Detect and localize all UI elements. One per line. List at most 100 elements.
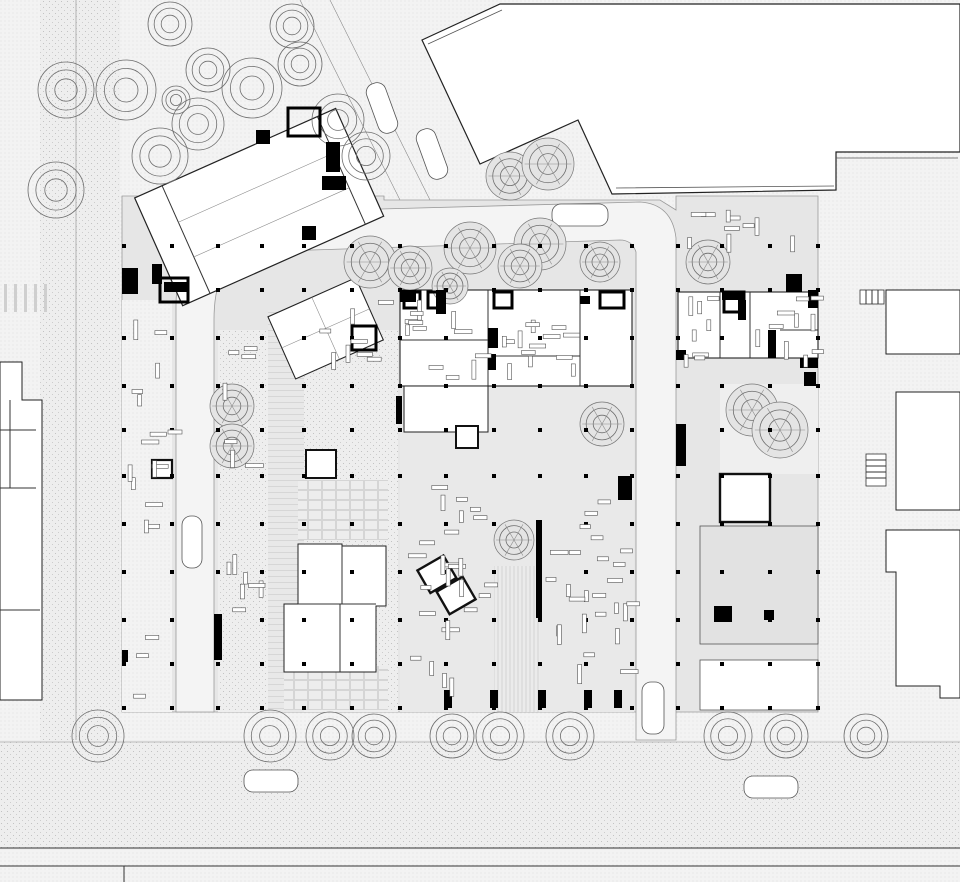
column-icon [170,618,174,622]
furniture-icon [154,330,168,335]
furniture-icon [226,561,232,575]
tree-canopy-icon [37,61,95,119]
column-icon [398,384,402,388]
furniture-icon [224,439,238,444]
column-icon [676,474,680,478]
column-icon [302,522,306,526]
wall-segment [396,396,402,424]
column-icon [768,706,772,710]
furniture-icon [412,325,427,331]
furniture-icon [584,510,598,516]
column-icon [302,336,306,340]
tree-canopy-icon [305,711,355,761]
column-icon [260,288,264,292]
furniture-icon [810,295,824,301]
furniture-icon [607,578,623,583]
column-icon [630,570,634,574]
column-icon [350,474,354,478]
furniture-layer [127,209,824,699]
wall-segment [538,690,546,708]
parked-car-icon [641,681,665,735]
furniture-icon [583,590,589,603]
column-icon [216,244,220,248]
furniture-icon [811,349,824,354]
column-icon [676,522,680,526]
furniture-icon [697,301,703,315]
column-icon [122,428,126,432]
column-icon [720,244,724,248]
column-icon [122,384,126,388]
furniture-icon [620,669,639,674]
enclosure-frame [286,106,322,138]
tree-canopy-icon [277,41,323,87]
column-icon [768,384,772,388]
column-icon [538,336,542,340]
column-icon [170,336,174,340]
furniture-icon [230,449,235,468]
column-icon [538,662,542,666]
tree-canopy-icon [475,711,525,761]
furniture-icon [742,223,755,228]
neighbour-building-left-rooms [0,400,40,611]
terrace-grid [298,480,388,540]
column-icon [302,474,306,478]
tree-canopy-icon [685,239,731,285]
pavilion-building [283,543,387,673]
furniture-icon [133,693,146,699]
enclosure-frame [426,290,446,310]
column-icon [302,706,306,710]
column-icon [676,384,680,388]
furniture-icon [419,540,435,546]
column-icon [630,384,634,388]
furniture-icon [563,332,581,338]
furniture-icon [790,235,795,253]
column-icon [260,474,264,478]
column-icon [444,618,448,622]
column-icon [398,428,402,432]
column-icon [676,244,680,248]
tree-canopy-icon [493,519,535,561]
column-icon [768,474,772,478]
column-icon [444,384,448,388]
furniture-icon [596,556,609,562]
furniture-icon [228,350,240,355]
column-icon [768,570,772,574]
furniture-icon [592,593,607,598]
parked-car-icon [551,203,609,227]
service-core [305,449,337,479]
furniture-icon [566,584,571,597]
furniture-icon [458,557,464,577]
column-icon [492,618,496,622]
wall-segment [804,372,816,386]
furniture-icon [706,319,712,331]
furniture-icon [726,233,732,253]
neighbour-building-right-1 [885,289,960,355]
furniture-icon [795,296,810,302]
column-icon [768,288,772,292]
furniture-icon [570,363,576,377]
street [0,740,960,850]
furniture-icon [420,585,432,590]
column-icon [444,244,448,248]
enclosure-frame [598,290,626,310]
column-icon [398,336,402,340]
furniture-icon [240,583,245,600]
column-icon [216,288,220,292]
column-icon [676,336,680,340]
wall-segment [256,130,270,144]
column-icon [444,336,448,340]
rotated-office-building [133,107,385,307]
tree-canopy-icon [843,713,889,759]
column-icon [720,384,724,388]
furniture-icon [127,464,133,482]
column-icon [302,618,306,622]
column-icon [170,706,174,710]
furniture-icon [144,519,149,534]
column-icon [216,384,220,388]
furniture-icon [136,653,149,659]
column-icon [720,570,724,574]
enclosure-frame [492,290,514,310]
column-icon [302,662,306,666]
furniture-icon [431,485,448,490]
